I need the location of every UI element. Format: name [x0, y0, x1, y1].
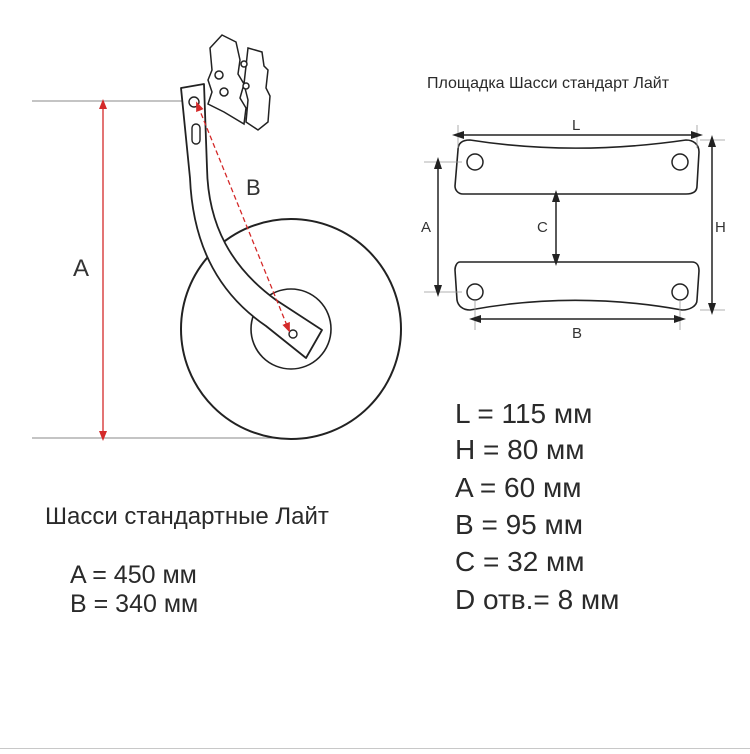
strut-adjust-slot	[191, 123, 201, 145]
bottom-plate	[454, 261, 700, 311]
spec-c: C = 32 мм	[455, 546, 585, 577]
dimension-l-label: L	[572, 117, 580, 134]
spec-l: L = 115 мм	[455, 398, 593, 429]
bottom-divider	[0, 748, 750, 749]
platform-dimension-a-label: A	[421, 219, 431, 236]
top-plate	[454, 139, 700, 195]
wheel-diagram-title: Шасси стандартные Лайт	[45, 503, 329, 530]
spec-a: A = 60 мм	[455, 472, 582, 503]
spec-h: H = 80 мм	[455, 434, 585, 465]
dimension-c-label: C	[537, 219, 548, 236]
spec-d-hole-diameter: D отв.= 8 мм	[455, 584, 620, 615]
axle-hole	[288, 329, 298, 339]
top-plate-right-hole	[671, 153, 689, 171]
dimension-a-label: A	[73, 255, 89, 282]
platform-title: Площадка Шасси стандарт Лайт	[427, 75, 670, 92]
dimension-h-label: H	[715, 219, 726, 236]
wheel-assembly: A B	[32, 34, 402, 441]
bottom-plate-right-hole	[671, 283, 689, 301]
wheel-spec-a: A = 450 мм	[70, 561, 197, 589]
mounting-bracket	[207, 34, 271, 131]
bottom-plate-left-hole	[466, 283, 484, 301]
spec-b: B = 95 мм	[455, 509, 584, 540]
strut-top-hole	[188, 96, 200, 108]
top-plate-left-hole	[466, 153, 484, 171]
wheel-spec-b: B = 340 мм	[70, 590, 199, 618]
dimension-b-label: B	[246, 175, 261, 200]
platform-drawing: L A C H B	[421, 117, 726, 342]
platform-dimension-b-label: B	[572, 325, 582, 342]
